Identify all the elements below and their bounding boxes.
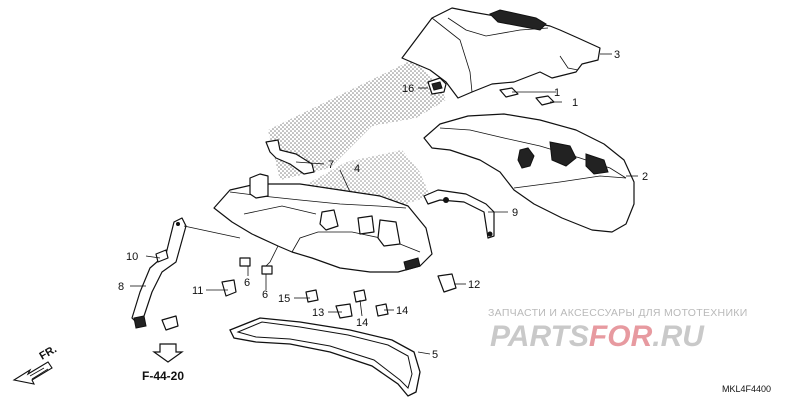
watermark-tagline: ЗАПЧАСТИ И АКСЕССУАРЫ ДЛЯ МОТОТЕХНИКИ — [488, 307, 748, 319]
callout-11: 11 — [192, 285, 203, 297]
callout-5: 5 — [432, 349, 438, 361]
callout-16: 16 — [402, 83, 414, 95]
callout-1b: 1 — [554, 87, 560, 99]
part-1-clips — [499, 87, 555, 106]
callout-13: 13 — [312, 307, 324, 319]
watermark: ЗАПЧАСТИ И АКСЕССУАРЫ ДЛЯ МОТОТЕХНИКИ PA… — [488, 307, 748, 353]
callout-14a: 14 — [356, 317, 368, 329]
callout-12: 12 — [468, 279, 480, 291]
part-16-clip — [427, 77, 447, 95]
callout-6a: 6 — [244, 277, 250, 289]
watermark-brand: PARTSFOR.RU — [490, 320, 705, 353]
callout-6b: 6 — [262, 289, 268, 301]
part-3-upper-cover — [401, 7, 601, 99]
callout-7: 7 — [328, 159, 334, 171]
reference-arrow: F-44-20 — [142, 343, 184, 383]
part-8-stay — [131, 217, 187, 329]
diagram-code: MKL4F4400 — [722, 384, 771, 394]
callout-8: 8 — [118, 281, 124, 293]
part-2-lower-cover — [423, 113, 635, 233]
direction-label: FR. — [38, 343, 59, 362]
callout-1a: 1 — [572, 97, 578, 109]
reference-label: F-44-20 — [142, 369, 184, 383]
part-9-bracket — [423, 189, 495, 239]
callout-15: 15 — [278, 293, 290, 305]
part-7-bracket — [265, 139, 315, 175]
fasteners — [155, 249, 457, 331]
part-5-seal — [229, 317, 421, 397]
callout-9: 9 — [512, 207, 518, 219]
callout-2: 2 — [642, 171, 648, 183]
part-4-fairing-tray — [213, 173, 433, 273]
callouts: 1 1 2 3 4 5 6 6 7 8 9 10 11 12 13 14 14 … — [118, 49, 648, 361]
leader-lines — [130, 53, 638, 355]
callout-10: 10 — [126, 251, 138, 263]
callout-14b: 14 — [396, 305, 408, 317]
callout-3: 3 — [614, 49, 620, 61]
front-direction-arrow: FR. — [12, 343, 59, 385]
callout-4: 4 — [354, 163, 360, 175]
